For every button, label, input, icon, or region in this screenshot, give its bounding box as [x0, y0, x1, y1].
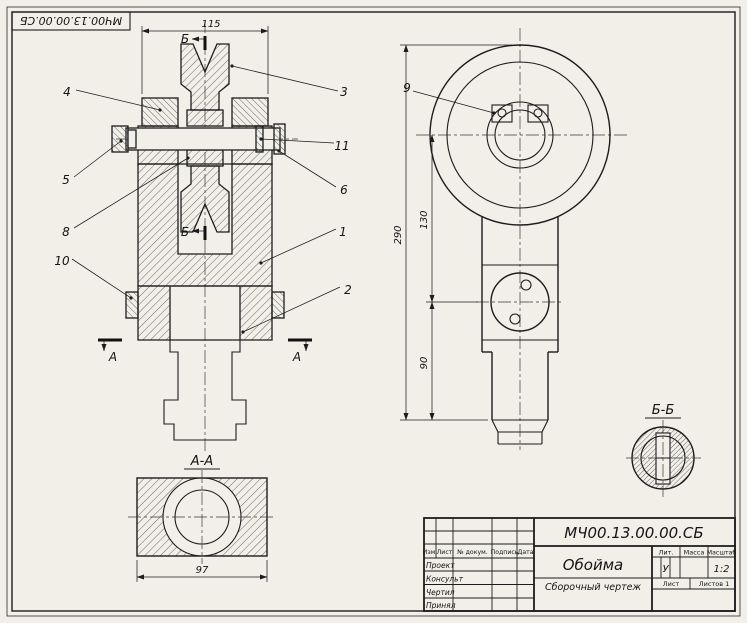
- callout-8: 8: [62, 225, 70, 239]
- leader-11: [260, 138, 335, 144]
- pulley-hub-bottom: [186, 149, 224, 167]
- leader-9-dot: [492, 111, 496, 115]
- end-washer: [273, 123, 286, 155]
- doc-code: МЧ00.13.00.00.СБ: [564, 524, 703, 542]
- col-ndoc: № докум.: [456, 549, 488, 556]
- callout-10: 10: [54, 254, 70, 268]
- frame-inner: [11, 11, 736, 612]
- clamp-plate-right: [527, 104, 549, 123]
- dim-115: 115: [201, 19, 220, 30]
- callout-2: 2: [344, 283, 352, 297]
- lower-shaft: [163, 340, 247, 441]
- callout-1: 1: [339, 225, 347, 239]
- leader-3-dot: [230, 64, 234, 68]
- taper-left: [491, 419, 499, 433]
- hdr-masshtab: Масштаб: [707, 549, 737, 557]
- boss-hole-bottom: [509, 313, 521, 325]
- leader-2: [242, 286, 341, 333]
- col-izm: Изм.: [423, 549, 438, 556]
- leader-3: [231, 65, 339, 92]
- section-b-b: Б-Б: [626, 403, 701, 497]
- callout-9: 9: [403, 81, 411, 95]
- title-block: МЧ00.13.00.00.СБ Обойма Сборочный чертеж…: [423, 517, 737, 612]
- section-a-mark-left: А: [108, 350, 117, 364]
- leader-11-dot: [259, 137, 263, 141]
- corner-stamp-code: МЧ00.13.00.00.СБ: [20, 14, 122, 27]
- cap-plate-left: [141, 97, 179, 127]
- section-a-a: А-А 97: [128, 454, 276, 582]
- leader-1-dot: [259, 261, 263, 265]
- dim-97: 97: [196, 565, 209, 576]
- bore-circle: [494, 109, 546, 161]
- col-data: Дата: [517, 549, 533, 556]
- hub-circle: [486, 101, 554, 169]
- row-konsult: Консульт: [426, 575, 464, 584]
- hdr-massa: Масса: [684, 549, 705, 557]
- side-ring-right: [271, 291, 285, 319]
- bolt-washer: [127, 129, 137, 149]
- leader-10: [71, 258, 132, 299]
- callout-6: 6: [340, 183, 348, 197]
- section-a-mark-right: А: [292, 350, 301, 364]
- dim-90: 90: [419, 357, 430, 370]
- callout-11: 11: [334, 139, 349, 153]
- leader-1: [260, 228, 337, 264]
- pulley-groove-circle: [446, 61, 594, 209]
- corner-stamp: МЧ00.13.00.00.СБ: [11, 11, 131, 31]
- col-list: Лист: [437, 549, 453, 556]
- row-chertil: Чертил: [426, 588, 455, 597]
- section-aa-label: А-А: [190, 454, 213, 469]
- pulley-hub-top: [186, 109, 224, 127]
- row-prinyal: Принял: [426, 601, 456, 610]
- leader-4: [75, 89, 161, 111]
- frame-outer: [6, 6, 741, 617]
- dim-130: 130: [419, 210, 430, 229]
- col-podpis: Подпись: [491, 549, 519, 556]
- boss-circle: [490, 272, 550, 332]
- clamp-bolt-right: [533, 108, 543, 118]
- bolt-head: [111, 125, 129, 153]
- leader-8-dot: [186, 156, 190, 160]
- callout-4: 4: [63, 85, 71, 99]
- row-proekt: Проект: [426, 561, 455, 570]
- callout-5: 5: [62, 173, 70, 187]
- part-name: Обойма: [563, 556, 624, 574]
- callout-3: 3: [340, 85, 348, 99]
- lbl-sheets: Листов 1: [699, 580, 729, 588]
- clamp-plate-left: [491, 104, 513, 123]
- drawing-frame: [6, 6, 741, 617]
- leader-10-dot: [129, 296, 133, 300]
- section-b-mark-top: Б: [181, 32, 189, 46]
- side-view: 290 130 90 9: [393, 28, 627, 450]
- dim-290: 290: [393, 225, 404, 244]
- doc-type: Сборочный чертеж: [545, 582, 642, 593]
- cap-plate-right: [231, 97, 269, 127]
- pulley-rim-bottom: [180, 165, 230, 233]
- val-lit: У: [662, 564, 669, 575]
- leader-6: [278, 150, 337, 188]
- leader-5-dot: [119, 139, 123, 143]
- leader-5: [73, 140, 122, 178]
- taper-right: [541, 419, 549, 433]
- val-scale: 1:2: [713, 564, 729, 575]
- boss-hole-top: [520, 279, 532, 291]
- corner-stamp-box: [11, 11, 131, 31]
- pulley-rim-top: [180, 43, 230, 111]
- side-ring-left: [125, 291, 139, 319]
- clamp-bolt-left: [497, 108, 507, 118]
- title-block-outline: [423, 517, 736, 612]
- hdr-lit: Лит.: [659, 549, 674, 557]
- front-view: 115 Б Б А: [54, 19, 352, 452]
- leader-8: [73, 157, 189, 229]
- section-bb-label: Б-Б: [652, 403, 675, 418]
- leader-9: [412, 90, 495, 114]
- callout-leaders: [71, 64, 341, 334]
- leader-2-dot: [241, 330, 245, 334]
- leader-4-dot: [158, 108, 162, 112]
- lbl-sheet: Лист: [663, 580, 680, 588]
- leader-6-dot: [277, 149, 281, 153]
